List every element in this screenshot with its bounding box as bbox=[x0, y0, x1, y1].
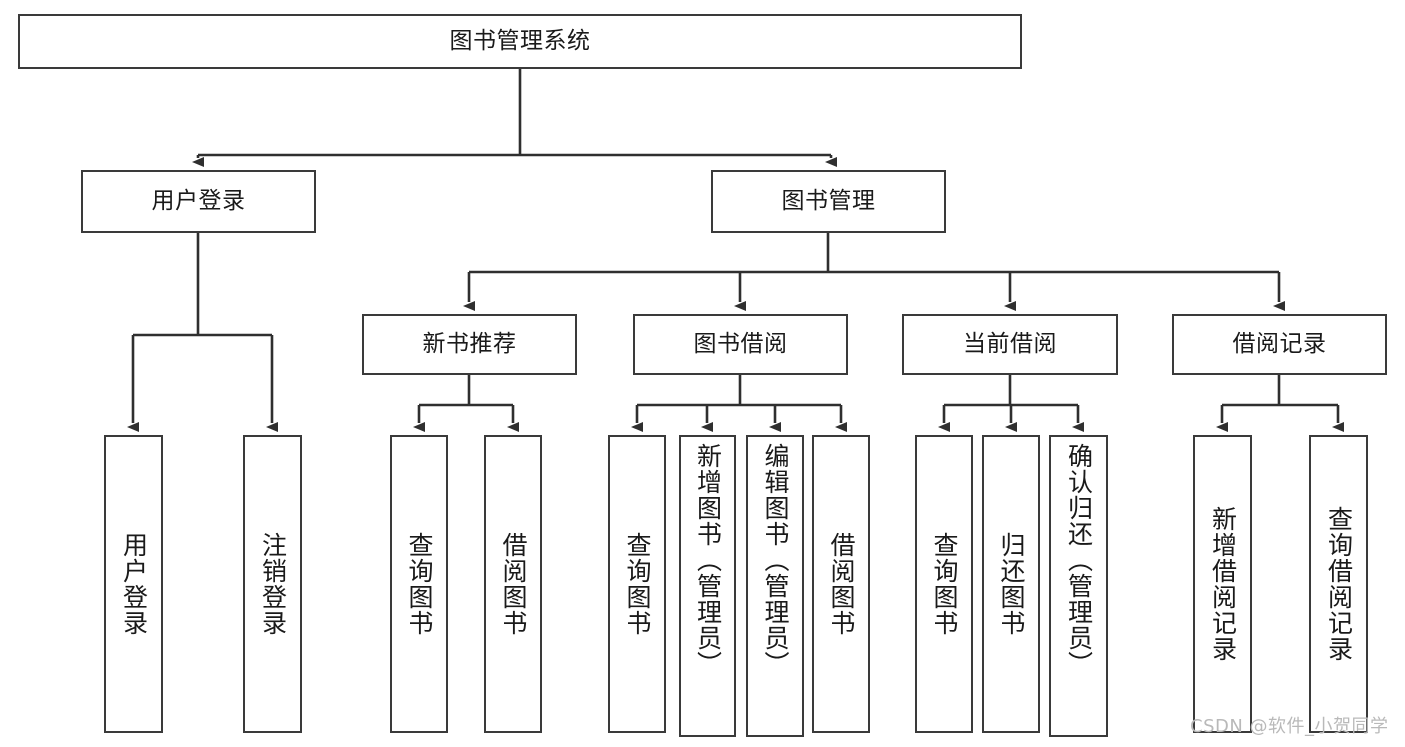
leaf-query-book-borrow[interactable]: 查询图书 bbox=[608, 435, 666, 733]
node-book-management[interactable]: 图书管理 bbox=[711, 170, 946, 233]
leaf-return-book[interactable]: 归还图书 bbox=[982, 435, 1040, 733]
node-root-system[interactable]: 图书管理系统 bbox=[18, 14, 1022, 69]
leaf-logout[interactable]: 注销登录 bbox=[243, 435, 302, 733]
node-borrow-records[interactable]: 借阅记录 bbox=[1172, 314, 1387, 375]
leaf-borrow-book-new[interactable]: 借阅图书 bbox=[484, 435, 542, 733]
leaf-user-login[interactable]: 用户登录 bbox=[104, 435, 163, 733]
node-current-borrow[interactable]: 当前借阅 bbox=[902, 314, 1118, 375]
leaf-confirm-return-admin[interactable]: 确认归还（管理员） bbox=[1049, 435, 1108, 737]
leaf-borrow-book[interactable]: 借阅图书 bbox=[812, 435, 870, 733]
leaf-query-book-current[interactable]: 查询图书 bbox=[915, 435, 973, 733]
csdn-watermark: CSDN @软件_小贺同学 bbox=[1190, 716, 1389, 737]
leaf-add-book-admin[interactable]: 新增图书（管理员） bbox=[679, 435, 736, 737]
node-user-login[interactable]: 用户登录 bbox=[81, 170, 316, 233]
leaf-add-borrow-record[interactable]: 新增借阅记录 bbox=[1193, 435, 1252, 733]
node-new-book-recommendation[interactable]: 新书推荐 bbox=[362, 314, 577, 375]
leaf-edit-book-admin[interactable]: 编辑图书（管理员） bbox=[746, 435, 804, 737]
node-book-borrow[interactable]: 图书借阅 bbox=[633, 314, 848, 375]
leaf-query-borrow-record[interactable]: 查询借阅记录 bbox=[1309, 435, 1368, 733]
leaf-query-book-new[interactable]: 查询图书 bbox=[390, 435, 448, 733]
